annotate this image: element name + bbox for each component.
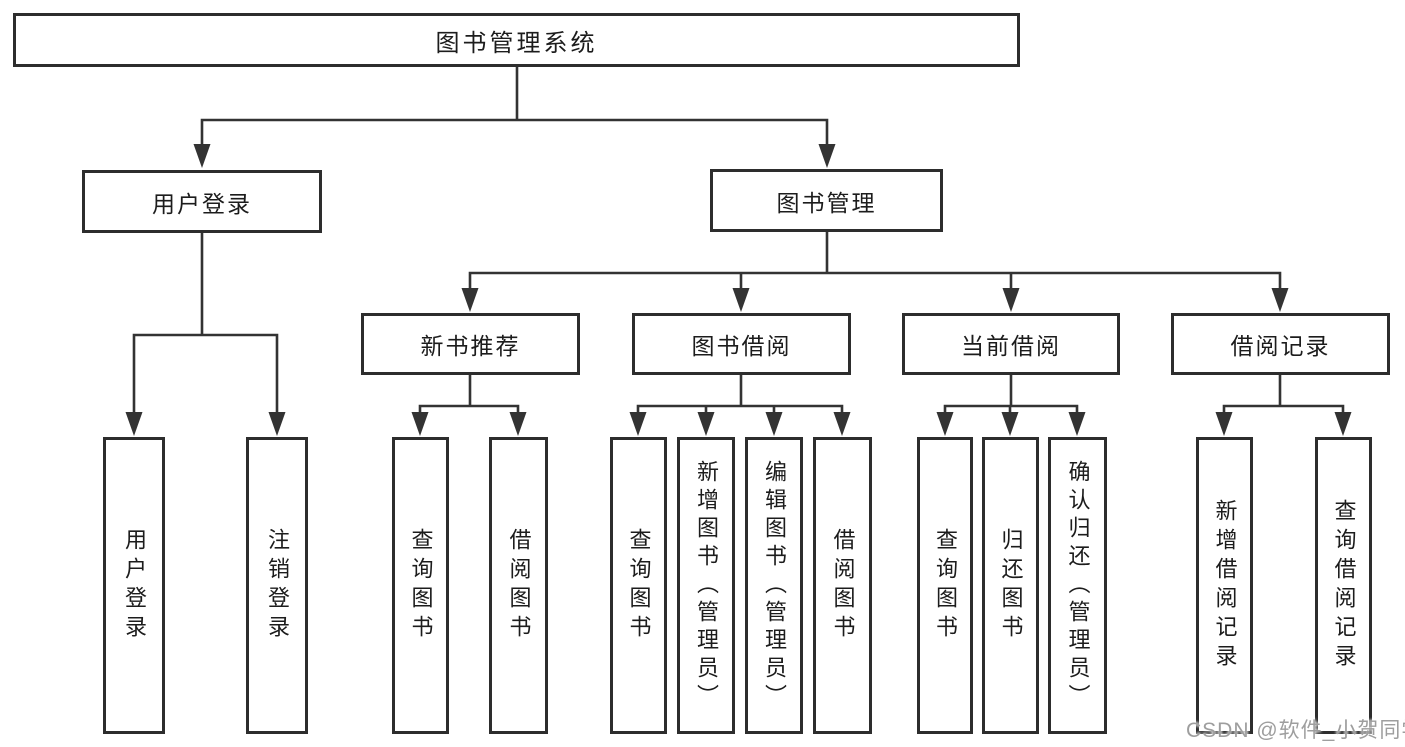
node-new-book-recommend: 新书推荐 bbox=[361, 313, 580, 375]
connector-borrow-record-to-leaves bbox=[1215, 373, 1352, 436]
node-borrowing-records: 借阅记录 bbox=[1171, 313, 1390, 375]
leaf-confirm-return-admin: 确认归还（管理员） bbox=[1048, 437, 1107, 734]
node-current-borrowing: 当前借阅 bbox=[902, 313, 1120, 375]
leaf-return-books: 归还图书 bbox=[982, 437, 1039, 734]
node-root-library-system: 图书管理系统 bbox=[13, 13, 1020, 67]
connector-current-borrow-to-leaves bbox=[936, 373, 1086, 436]
leaf-logout: 注销登录 bbox=[246, 437, 308, 734]
connector-new-book-to-leaves bbox=[411, 373, 527, 436]
leaf-query-borrow-record: 查询借阅记录 bbox=[1315, 437, 1372, 734]
node-book-management: 图书管理 bbox=[710, 169, 943, 232]
connector-root-to-level2 bbox=[193, 65, 836, 168]
leaf-user-login: 用户登录 bbox=[103, 437, 165, 734]
leaf-add-borrow-record: 新增借阅记录 bbox=[1196, 437, 1253, 734]
leaf-newbook-query-books: 查询图书 bbox=[392, 437, 449, 734]
leaf-borrow-query-books: 查询图书 bbox=[610, 437, 667, 734]
connector-user-login-to-leaves bbox=[125, 231, 286, 436]
node-book-borrowing: 图书借阅 bbox=[632, 313, 851, 375]
leaf-current-query-books: 查询图书 bbox=[917, 437, 973, 734]
connector-book-borrow-to-leaves bbox=[629, 373, 851, 436]
connector-book-mgmt-to-level3 bbox=[461, 230, 1289, 312]
csdn-watermark: CSDN @软件_小贺同学 bbox=[1186, 719, 1405, 742]
leaf-borrow-books: 借阅图书 bbox=[813, 437, 872, 734]
leaf-add-books-admin: 新增图书（管理员） bbox=[677, 437, 735, 734]
node-user-login: 用户登录 bbox=[82, 170, 322, 233]
leaf-edit-books-admin: 编辑图书（管理员） bbox=[745, 437, 803, 734]
leaf-newbook-borrow-books: 借阅图书 bbox=[489, 437, 548, 734]
